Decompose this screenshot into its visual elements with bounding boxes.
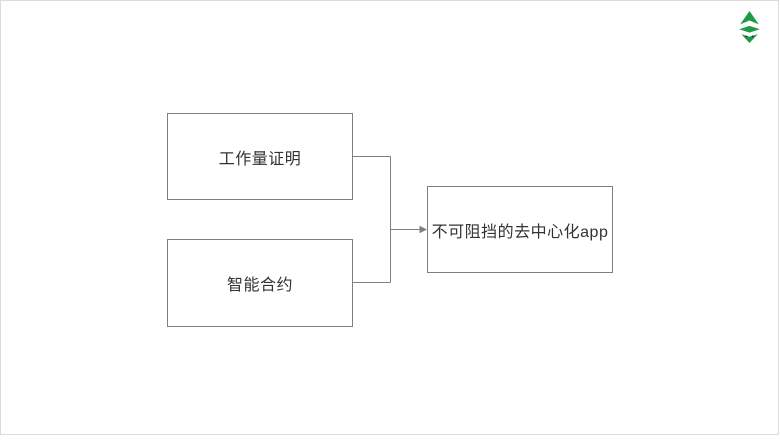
node-unstoppable-dapp: 不可阻挡的去中心化app [427,186,613,273]
ethereum-classic-logo-svg [739,11,760,43]
node-unstoppable-dapp-label: 不可阻挡的去中心化app [431,223,609,241]
node-smart-contract-label: 智能合约 [226,277,293,294]
node-smart-contract: 智能合约 [167,239,353,327]
arrowhead-icon [419,225,427,234]
node-proof-of-work-label: 工作量证明 [218,150,302,168]
node-proof-of-work: 工作量证明 [167,113,353,200]
ethereum-classic-logo-icon [739,11,760,43]
